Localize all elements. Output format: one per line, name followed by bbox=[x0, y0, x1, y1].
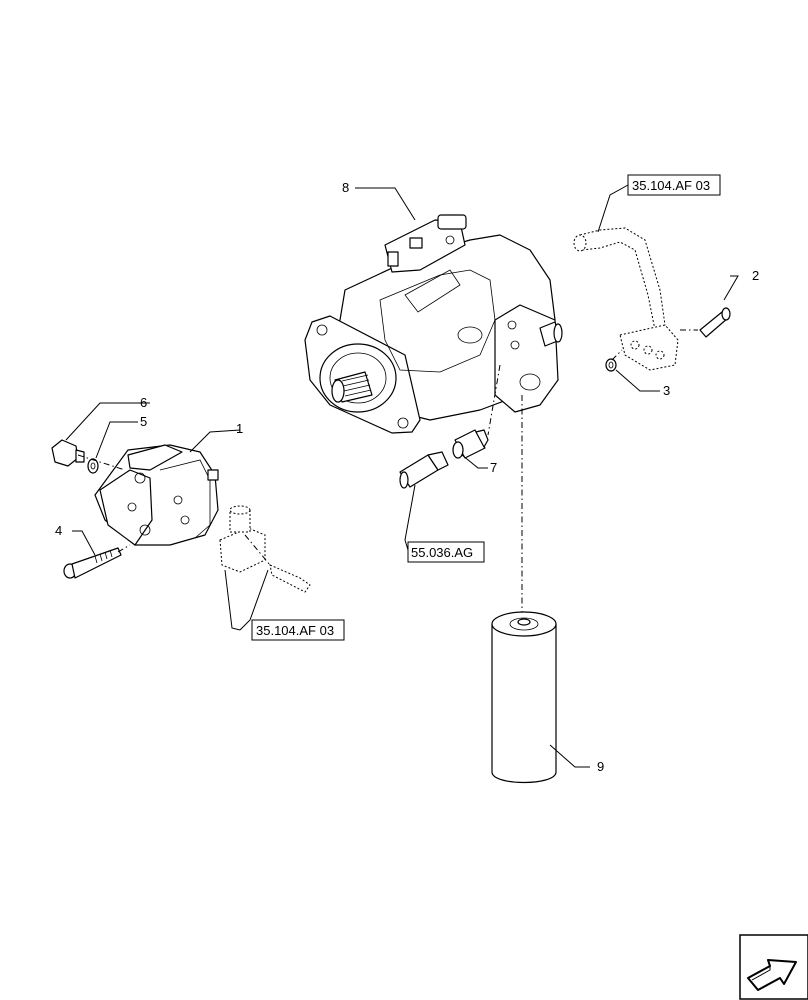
ref-link-tube-top-label: 35.104.AF 03 bbox=[632, 178, 710, 193]
callout-5: 5 bbox=[140, 414, 147, 429]
ref-link-sensor[interactable]: 55.036.AG bbox=[407, 541, 485, 563]
callout-7: 7 bbox=[490, 460, 497, 475]
ref-link-tube-top[interactable]: 35.104.AF 03 bbox=[627, 174, 721, 196]
sensor-fitting bbox=[399, 451, 449, 489]
callout-8: 8 bbox=[342, 180, 349, 195]
oring-part-3 bbox=[605, 358, 617, 372]
ref-link-sensor-label: 55.036.AG bbox=[411, 545, 473, 560]
callout-4: 4 bbox=[55, 523, 62, 538]
bolt-part-4 bbox=[63, 547, 122, 579]
bolt-part-2 bbox=[699, 307, 731, 338]
ref-link-tube-left-label: 35.104.AF 03 bbox=[256, 623, 334, 638]
fitting-part-6 bbox=[51, 439, 85, 467]
callout-1: 1 bbox=[236, 421, 243, 436]
callout-3: 3 bbox=[663, 383, 670, 398]
gear-pump-part-1 bbox=[94, 444, 219, 546]
arrow-next-icon[interactable] bbox=[739, 934, 808, 1000]
main-pump-part-8 bbox=[304, 214, 563, 434]
ghost-tube-assembly bbox=[573, 227, 679, 371]
callout-9: 9 bbox=[597, 759, 604, 774]
leader-lines bbox=[65, 184, 739, 768]
washer-part-5 bbox=[87, 458, 99, 474]
filter-cartridge-part-9 bbox=[491, 611, 557, 784]
ghost-fitting-block bbox=[219, 505, 311, 593]
centerlines bbox=[77, 329, 698, 612]
ref-link-tube-left[interactable]: 35.104.AF 03 bbox=[251, 619, 345, 641]
callout-labels: 8 1 2 3 4 5 6 7 9 bbox=[55, 180, 759, 774]
adapter-part-7 bbox=[452, 429, 489, 459]
callout-6: 6 bbox=[140, 395, 147, 410]
callout-2: 2 bbox=[752, 268, 759, 283]
